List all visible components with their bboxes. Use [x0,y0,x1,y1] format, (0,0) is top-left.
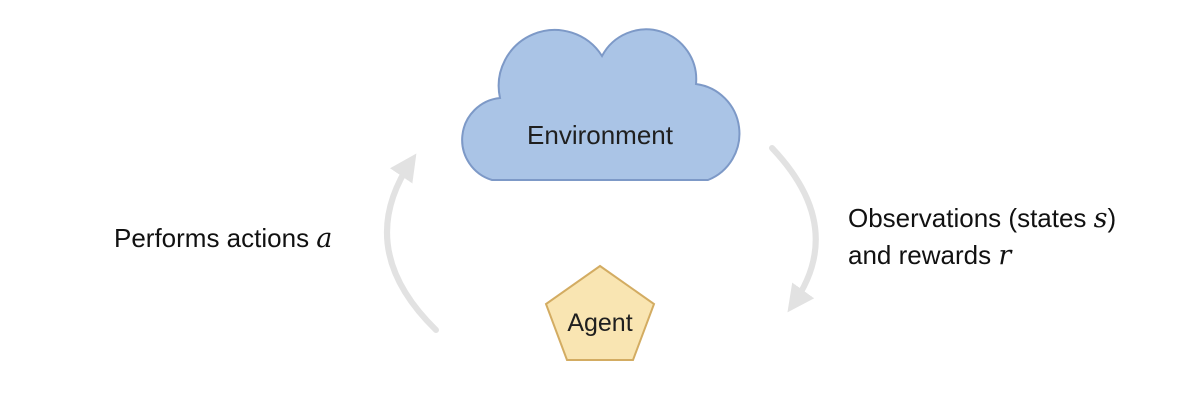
pentagon-shape-agent [544,264,656,361]
edge-label-performs-actions-text: Performs actions [114,223,317,253]
edge-label-performs-actions-math-a: a [316,223,333,254]
arrow-agent-to-environment [384,153,439,333]
edge-label-observations-text: Observations (states [848,203,1094,233]
edge-label-observations-line1: Observations (states s) [848,200,1116,237]
edge-label-observations-close-paren: ) [1107,203,1117,233]
edge-label-observations-rewards: Observations (states s) and rewards r [848,200,1116,274]
edge-label-rewards-line2: and rewards r [848,237,1116,274]
edge-label-performs-actions: Performs actions a [114,220,332,257]
environment-node-label: Environment [527,120,674,150]
agent-node-label: Agent [567,309,632,337]
arrow-environment-to-agent [769,145,819,313]
edge-label-rewards-math-r: r [998,240,1012,271]
edge-label-rewards-text: and rewards [848,240,999,270]
edge-label-observations-math-s: s [1093,203,1108,234]
cloud-shape-environment [461,28,741,181]
